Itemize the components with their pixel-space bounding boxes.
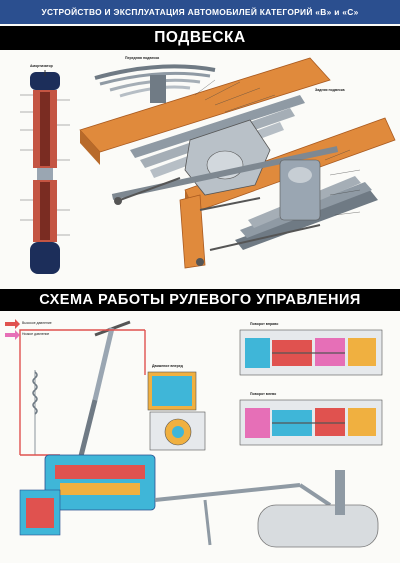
label-right-turn: Поворот вправо: [250, 322, 279, 326]
section-title-steering: СХЕМА РАБОТЫ РУЛЕВОГО УПРАВЛЕНИЯ: [0, 289, 400, 311]
steering-linkage: [154, 483, 332, 546]
power-steering-pump: [147, 371, 206, 451]
suspension-leader-lines: [194, 79, 361, 216]
rear-spring-pack: [235, 159, 378, 250]
shock-absorber-illustration: [20, 70, 70, 274]
label-direction: Движение вперед: [152, 364, 183, 368]
front-leaf-spring: [94, 64, 216, 103]
section-title-suspension: ПОДВЕСКА: [0, 26, 400, 50]
valve-diagram-right-turn: [239, 329, 383, 376]
label-left-turn: Поворот влево: [250, 392, 277, 396]
valve-diagram-left-turn: [239, 399, 383, 446]
ball-joint-left: [114, 197, 122, 205]
steering-wheel-column: [77, 320, 131, 461]
axle-differential: [111, 119, 339, 200]
key-high-pressure: Высокое давление: [22, 321, 52, 325]
tie-rods: [119, 177, 321, 251]
hydraulic-lines: [19, 329, 146, 456]
label-rear-suspension: Задняя подвеска: [315, 88, 345, 92]
key-high-pressure-label: Высокое давление: [22, 321, 52, 325]
front-axle-beam: [257, 470, 379, 548]
pressure-key-arrows: [5, 319, 20, 340]
key-low-pressure: Низкое давление: [22, 332, 49, 336]
label-front-suspension: Передняя подвеска: [125, 56, 160, 60]
key-low-pressure-label: Низкое давление: [22, 332, 50, 336]
ball-joint-right: [196, 258, 204, 266]
steering-title: СХЕМА РАБОТЫ РУЛЕВОГО УПРАВЛЕНИЯ: [39, 292, 361, 308]
label-shock-absorber: Амортизатор: [30, 64, 53, 68]
return-spring: [32, 370, 38, 455]
poster-title: УСТРОЙСТВО И ЭКСПЛУАТАЦИЯ АВТОМОБИЛЕЙ КА…: [41, 7, 359, 17]
poster-header: УСТРОЙСТВО И ЭКСПЛУАТАЦИЯ АВТОМОБИЛЕЙ КА…: [0, 0, 400, 24]
suspension-title: ПОДВЕСКА: [154, 29, 246, 46]
steering-gear-box: [19, 454, 156, 536]
